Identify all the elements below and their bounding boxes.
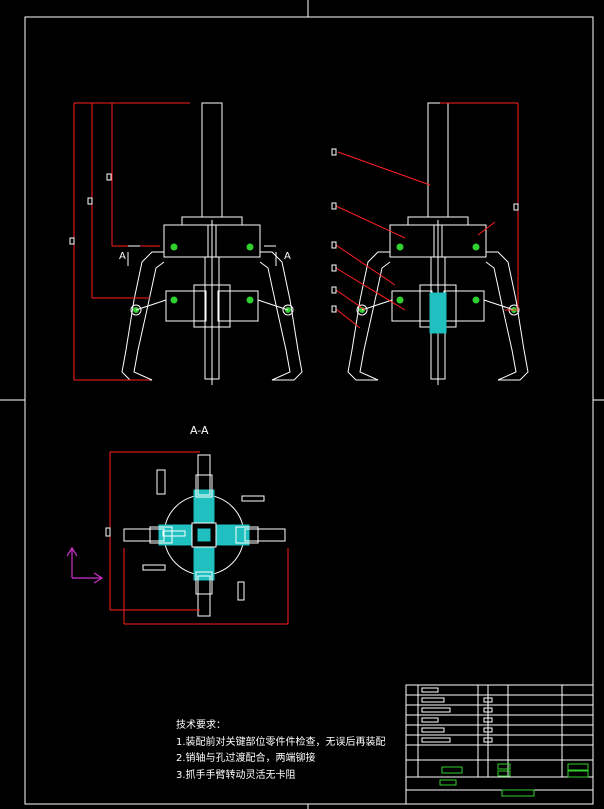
side-pin	[472, 243, 480, 251]
front-pivot-left	[130, 304, 142, 316]
section-block-top	[195, 474, 213, 498]
title-block-green-field-7	[439, 779, 457, 786]
side-upper-block-right	[441, 224, 487, 258]
front-link-right	[257, 299, 289, 311]
section-block-right	[235, 526, 259, 544]
side-leader-1	[337, 151, 431, 186]
front-pin	[246, 243, 254, 251]
front-upper-block-right	[215, 224, 261, 258]
side-pin	[472, 296, 480, 304]
side-upper-block-left	[389, 224, 435, 258]
section-dim-text-6	[237, 581, 245, 601]
side-leader-3	[335, 244, 396, 286]
front-dim-text-2	[87, 197, 93, 205]
front-shaft	[201, 102, 223, 218]
title-block-green-field-5	[567, 770, 589, 778]
section-block-left	[149, 526, 173, 544]
front-pin	[246, 296, 254, 304]
section-marker-left: A	[119, 251, 126, 262]
axis-x-arrow	[93, 572, 104, 584]
title-block-green-field-6	[501, 789, 535, 797]
axis-y-arrow	[66, 546, 78, 557]
ucs-axis-icon	[66, 546, 104, 584]
section-view-aa	[105, 451, 289, 625]
parts-list-entry	[421, 687, 439, 693]
front-lower-hub	[193, 284, 231, 328]
section-marker-right: A	[284, 251, 291, 262]
front-dim-text-3	[69, 237, 75, 245]
side-leader-right	[477, 221, 496, 236]
section-dim-text-1	[105, 527, 111, 537]
front-lower-block-left	[165, 290, 207, 322]
title-block	[405, 684, 594, 805]
parts-list-entry	[421, 697, 445, 703]
side-leader-2	[335, 205, 406, 239]
section-dim-text-3	[241, 495, 265, 502]
title-block-green-field-3	[497, 770, 511, 777]
front-lower-block-right	[217, 290, 259, 322]
side-shaft	[427, 102, 449, 218]
side-leader-6	[335, 308, 361, 329]
section-dim-text-2	[156, 469, 166, 495]
front-pivot-right	[282, 304, 294, 316]
section-center-core	[197, 528, 211, 542]
side-arm-left	[347, 251, 391, 381]
section-arm-right	[244, 528, 286, 542]
front-link-left	[135, 299, 167, 311]
side-view	[331, 102, 529, 385]
parts-list-qty	[483, 697, 493, 703]
title-block-green-field-1	[441, 766, 463, 774]
side-item-number-3	[331, 241, 337, 249]
parts-list-entry	[421, 727, 445, 733]
parts-list-entry	[421, 717, 439, 723]
section-arm-left	[123, 528, 165, 542]
side-item-number-1	[331, 148, 337, 156]
front-dim-text-1	[106, 173, 112, 181]
side-pin	[396, 243, 404, 251]
parts-list-qty	[483, 717, 493, 723]
side-item-number-6	[331, 305, 337, 313]
section-block-bottom	[195, 571, 213, 595]
side-arm-right	[485, 251, 529, 381]
front-arm-right	[259, 251, 303, 381]
front-upper-block-left	[163, 224, 209, 258]
parts-list-entry	[421, 737, 451, 743]
side-pin	[396, 296, 404, 304]
title-block-green-field-2	[497, 763, 511, 770]
front-view	[69, 102, 303, 385]
side-item-number-2	[331, 202, 337, 210]
parts-list-qty	[483, 727, 493, 733]
front-arm-left	[121, 251, 165, 381]
section-arm-bottom	[197, 575, 211, 617]
side-link-right	[483, 299, 515, 311]
tech-note-1: 1.装配前对关键部位零件件检查，无误后再装配	[176, 737, 386, 748]
side-item-number-4	[331, 264, 337, 272]
side-dim-text	[513, 203, 519, 211]
parts-list-qty	[483, 737, 493, 743]
side-link-left	[361, 299, 393, 311]
section-title: A-A	[190, 424, 209, 437]
section-dim-text-5	[142, 564, 166, 571]
parts-list-entry	[421, 707, 451, 713]
tech-note-3: 3.抓手手臂转动灵活无卡阻	[176, 770, 296, 781]
parts-list-qty	[483, 707, 493, 713]
side-leader-5	[335, 289, 366, 311]
title-block-green-field-4	[567, 763, 589, 771]
side-hatch-sleeve	[429, 292, 447, 334]
side-pivot-left	[356, 304, 368, 316]
tech-note-2: 2.销轴与孔过渡配合，两端铆接	[176, 753, 316, 764]
side-item-number-5	[331, 286, 337, 294]
front-pin	[170, 243, 178, 251]
side-leader-4	[335, 267, 406, 311]
side-lower-block-right	[443, 290, 485, 322]
tech-notes-title: 技术要求：	[176, 720, 226, 731]
front-pin	[170, 296, 178, 304]
border-frame	[24, 16, 594, 805]
section-dim-text-4	[162, 530, 186, 537]
